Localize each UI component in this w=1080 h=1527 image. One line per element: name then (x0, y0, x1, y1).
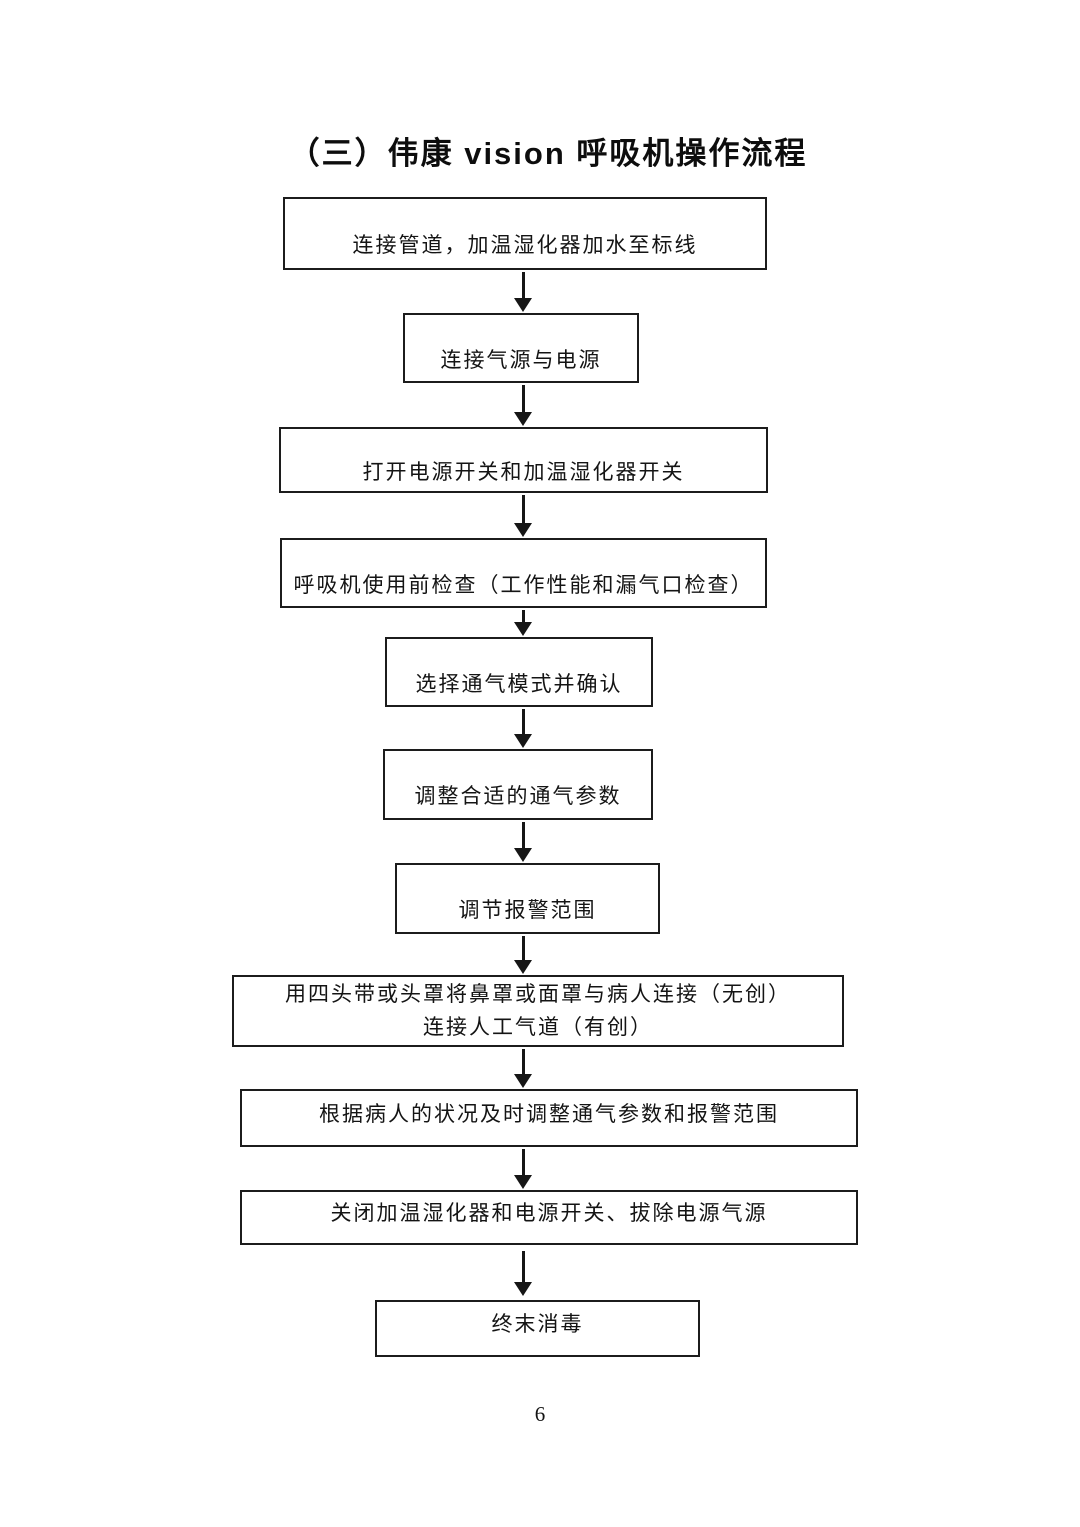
flow-step-set-alarm-range: 调节报警范围 (395, 863, 660, 934)
arrow-head-icon (514, 622, 532, 636)
arrow-head-icon (514, 298, 532, 312)
arrow-shaft (521, 385, 525, 412)
page-title: （三）伟康 vision 呼吸机操作流程 (288, 136, 808, 171)
flow-arrow (514, 610, 532, 636)
arrow-head-icon (514, 412, 532, 426)
page-number: 6 (534, 1402, 546, 1426)
arrow-head-icon (514, 1175, 532, 1189)
flow-arrow (514, 495, 532, 537)
flow-step-connect-tubing: 连接管道，加温湿化器加水至标线 (283, 197, 767, 270)
flow-step-connect-gas-power: 连接气源与电源 (403, 313, 639, 383)
flow-step-label: 调节报警范围 (458, 898, 597, 922)
arrow-shaft (521, 610, 525, 622)
flow-arrow (514, 936, 532, 974)
arrow-shaft (521, 1149, 525, 1175)
arrow-shaft (521, 709, 525, 734)
flow-step-terminal-disinfection: 终末消毒 (375, 1300, 700, 1357)
flow-step-label: 用四头带或头罩将鼻罩或面罩与病人连接（无创） 连接人工气道（有创） (285, 982, 791, 1039)
flow-step-adjust-parameters: 调整合适的通气参数 (383, 749, 653, 820)
flow-arrow (514, 272, 532, 312)
flow-step-pre-use-check: 呼吸机使用前检查（工作性能和漏气口检查） (280, 538, 767, 608)
flow-step-label: 选择通气模式并确认 (415, 671, 623, 696)
arrow-shaft (521, 822, 525, 848)
arrow-shaft (521, 1251, 525, 1282)
flow-step-label: 终末消毒 (491, 1312, 584, 1336)
arrow-shaft (521, 272, 525, 298)
flow-step-adjust-per-patient: 根据病人的状况及时调整通气参数和报警范围 (240, 1089, 858, 1147)
flow-step-label: 连接气源与电源 (440, 347, 602, 372)
flow-arrow (514, 385, 532, 426)
arrow-shaft (521, 936, 525, 960)
flow-step-label: 关闭加温湿化器和电源开关、拔除电源气源 (330, 1201, 768, 1225)
flow-arrow (514, 1049, 532, 1088)
flow-step-select-mode: 选择通气模式并确认 (385, 637, 653, 707)
arrow-head-icon (514, 848, 532, 862)
arrow-head-icon (514, 734, 532, 748)
flow-arrow (514, 822, 532, 862)
flow-arrow (514, 709, 532, 748)
flow-step-label: 调整合适的通气参数 (414, 784, 622, 808)
flow-step-connect-patient: 用四头带或头罩将鼻罩或面罩与病人连接（无创） 连接人工气道（有创） (232, 975, 844, 1047)
flow-step-turn-on-switches: 打开电源开关和加温湿化器开关 (279, 427, 768, 493)
flow-arrow (514, 1251, 532, 1296)
flow-step-label: 打开电源开关和加温湿化器开关 (362, 459, 685, 484)
flow-step-shutdown: 关闭加温湿化器和电源开关、拔除电源气源 (240, 1190, 858, 1245)
flow-step-label: 呼吸机使用前检查（工作性能和漏气口检查） (293, 572, 754, 597)
flow-step-label: 根据病人的状况及时调整通气参数和报警范围 (319, 1101, 779, 1126)
flow-step-label: 连接管道，加温湿化器加水至标线 (352, 233, 698, 257)
arrow-shaft (521, 1049, 525, 1074)
arrow-head-icon (514, 1282, 532, 1296)
flow-arrow (514, 1149, 532, 1189)
arrow-head-icon (514, 523, 532, 537)
arrow-head-icon (514, 1074, 532, 1088)
arrow-head-icon (514, 960, 532, 974)
arrow-shaft (521, 495, 525, 523)
